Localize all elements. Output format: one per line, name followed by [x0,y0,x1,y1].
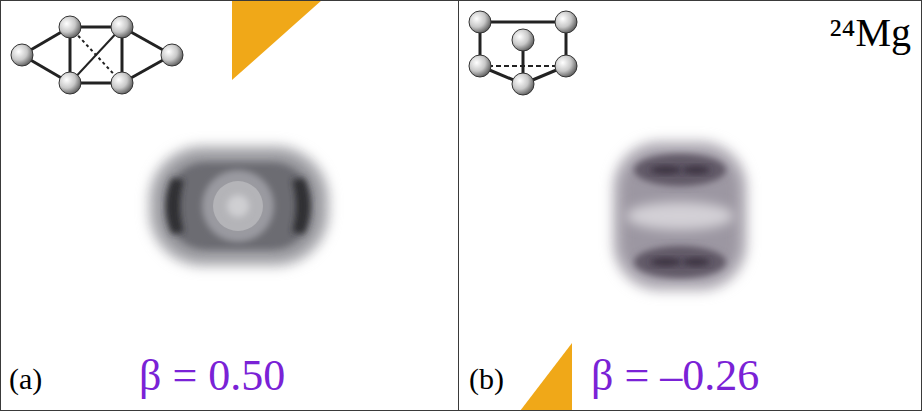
nucleus-label: ²⁴Mg [829,13,911,53]
panel-label: (a) [9,364,42,394]
alpha-cluster-icon [11,16,183,94]
oblate-density [612,140,748,292]
alpha-cluster-icon [469,11,577,95]
deformation-value: β = –0.26 [591,354,759,398]
figure-panel: (a) β = 0.50 [0,0,459,411]
orange-marker [232,0,322,80]
orange-marker [520,343,572,411]
prolate-density [148,145,330,267]
deformation-value: β = 0.50 [139,354,285,398]
figure-panel: ²⁴Mg (b) β = –0.26 [458,0,922,411]
panel-label: (b) [469,364,504,394]
